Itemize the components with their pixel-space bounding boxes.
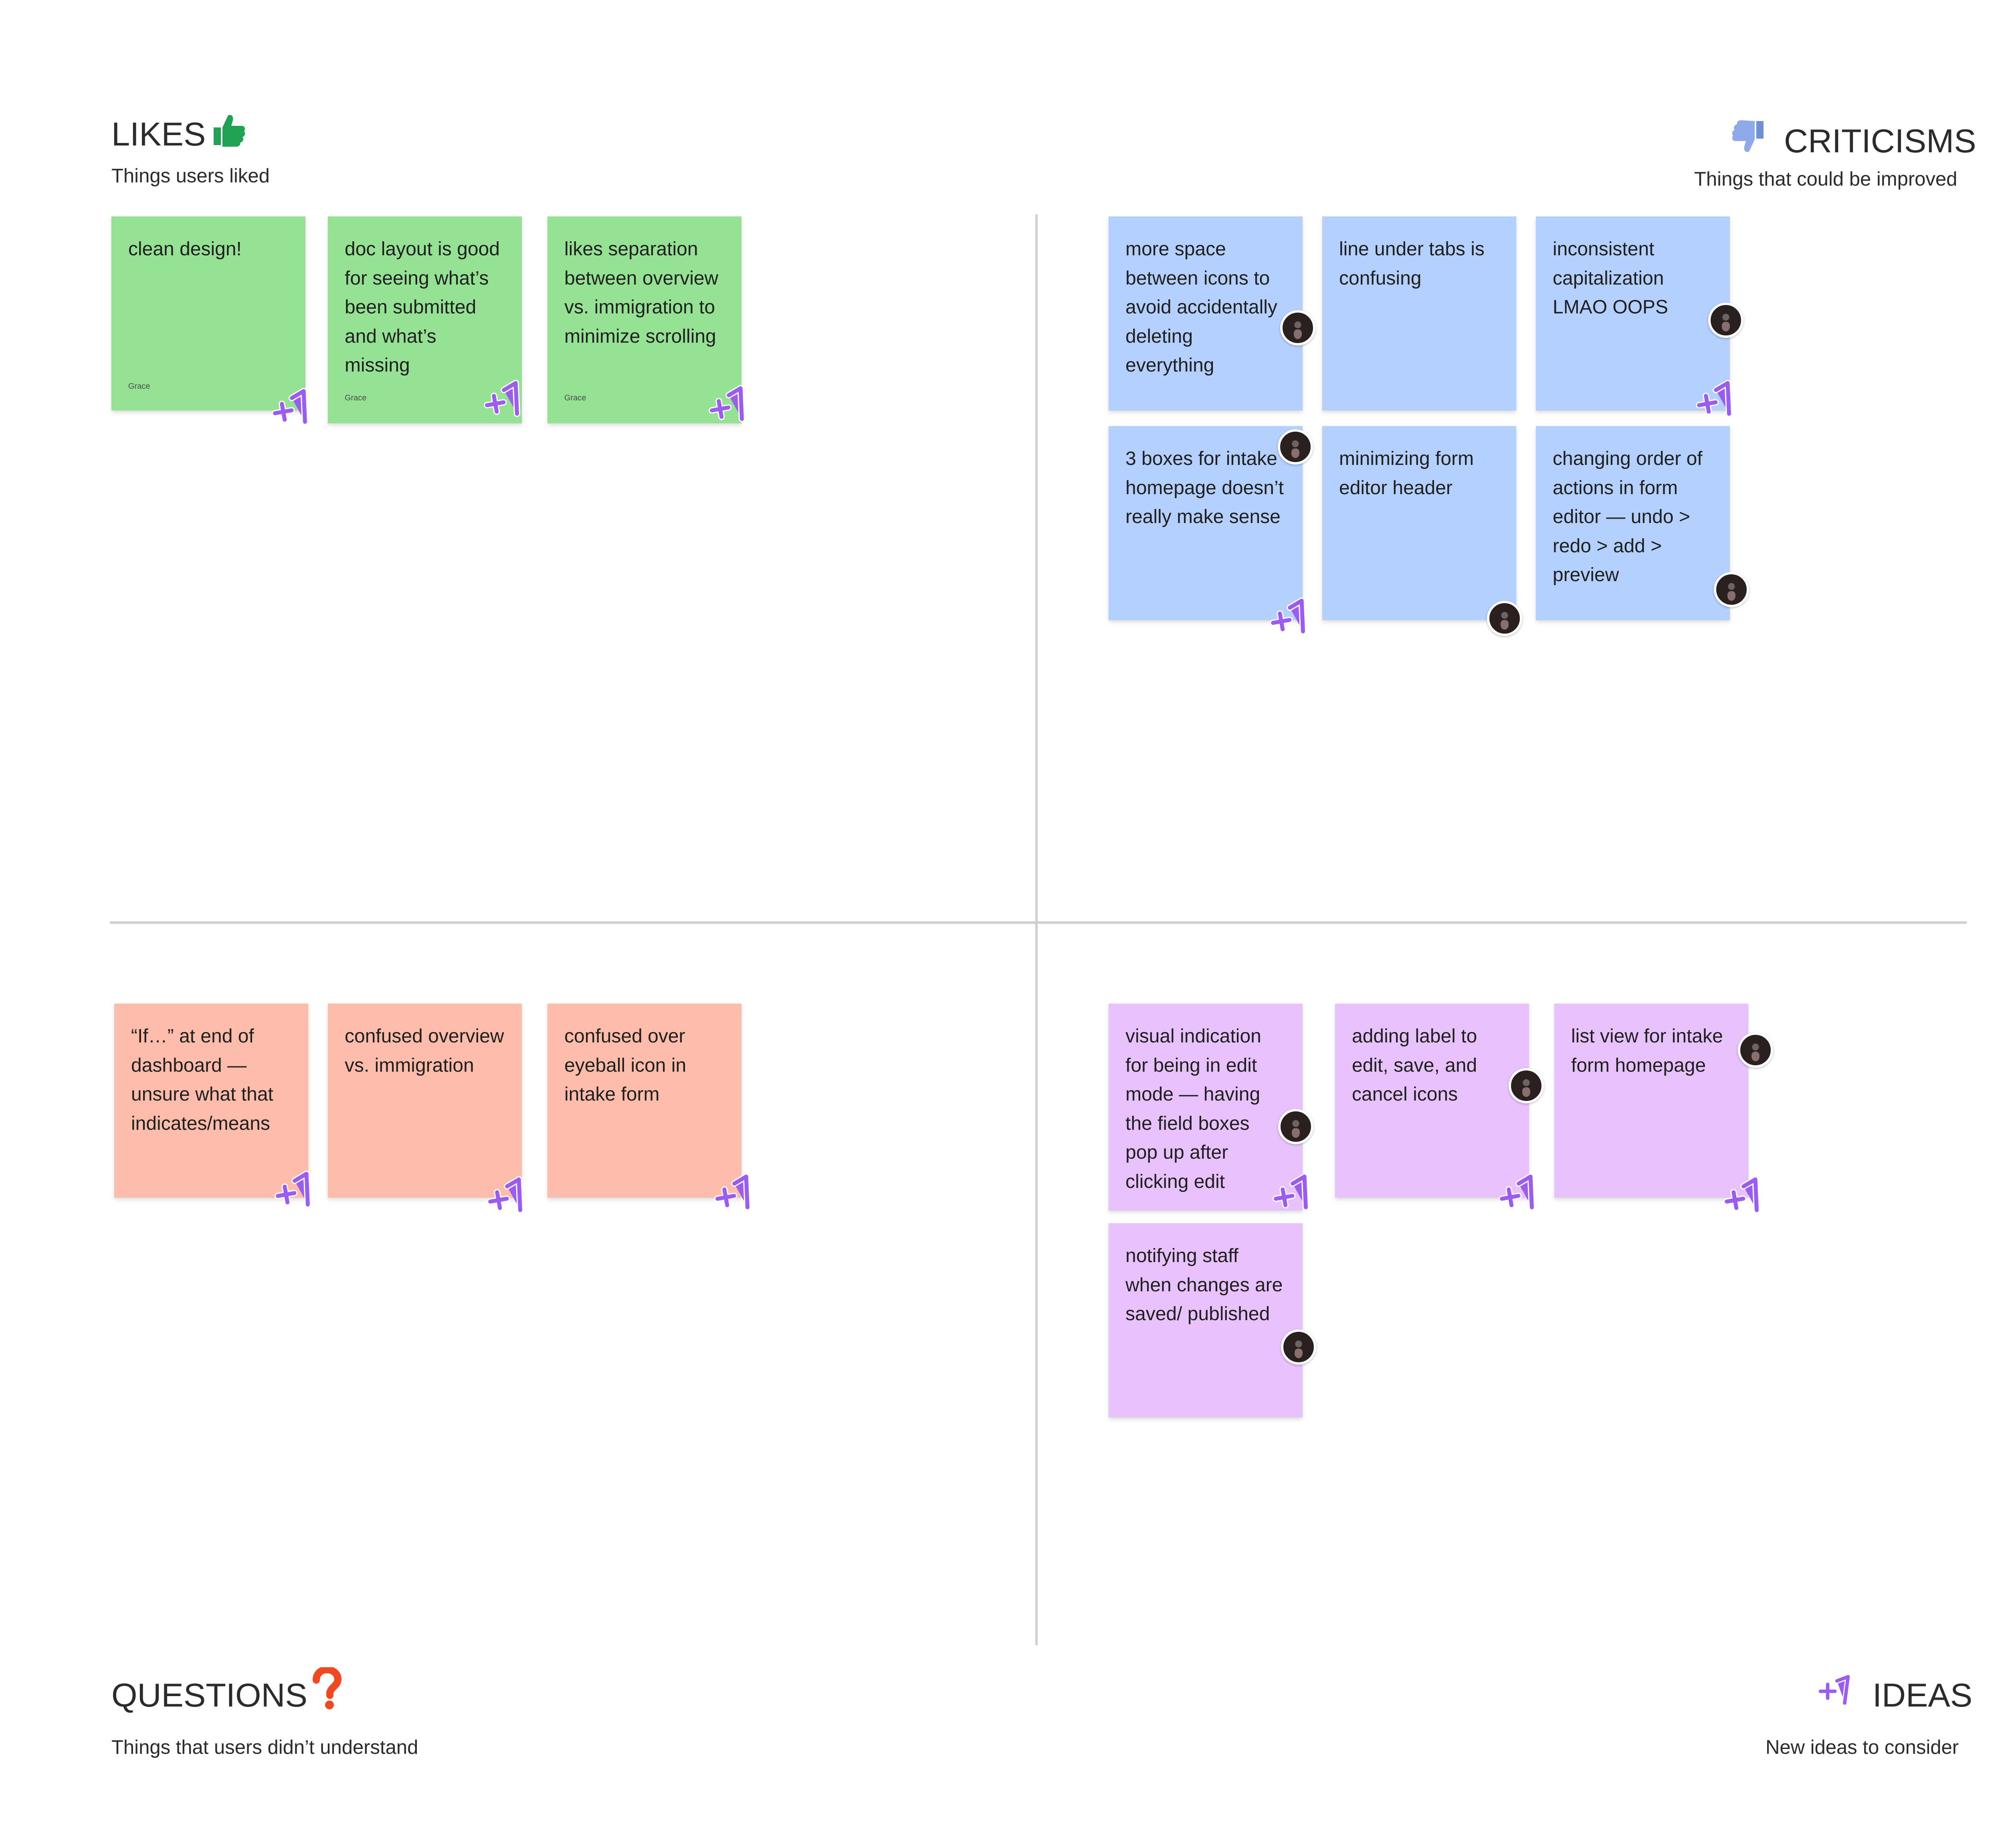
avatar [1487, 601, 1522, 636]
note-text: inconsistent capitalization LMAO OOPS [1553, 238, 1669, 318]
plus-one-sticker-icon[interactable] [271, 1166, 321, 1213]
avatar [1509, 1068, 1544, 1103]
criticisms-subtitle: Things that could be improved [1694, 168, 1958, 190]
plus-one-sticker-icon[interactable] [268, 383, 318, 430]
note-text: confused over eyeball icon in intake for… [564, 1026, 687, 1105]
criticisms-note-2[interactable]: line under tabs is confusing [1322, 216, 1516, 410]
likes-note-2[interactable]: doc layout is good for seeing what’s bee… [328, 216, 522, 423]
plus-one-sticker-icon[interactable] [1495, 1169, 1545, 1216]
criticisms-title: CRITICISMS [1784, 122, 1976, 160]
note-text: more space between icons to avoid accide… [1125, 238, 1277, 376]
avatar [1280, 310, 1315, 345]
plus-one-sticker-icon[interactable] [483, 1171, 533, 1219]
questions-note-3[interactable]: confused over eyeball icon in intake for… [547, 1004, 741, 1198]
avatar [1708, 303, 1743, 338]
ideas-note-4[interactable]: notifying staff when changes are saved/ … [1109, 1223, 1303, 1417]
plus-one-sticker-icon[interactable] [705, 380, 755, 428]
likes-subtitle: Things users liked [111, 165, 270, 187]
vertical-divider [1035, 214, 1038, 1645]
note-text: clean design! [128, 238, 242, 260]
thumbs-up-icon [214, 115, 245, 147]
question-mark-icon [313, 1667, 342, 1709]
questions-note-2[interactable]: confused overview vs. immigration [328, 1004, 522, 1198]
avatar [1281, 1329, 1316, 1365]
questions-title: QUESTIONS [111, 1676, 307, 1714]
likes-title: LIKES [111, 115, 206, 153]
plus-one-sticker-icon[interactable] [1692, 375, 1742, 422]
note-text: visual indication for being in edit mode… [1125, 1026, 1261, 1192]
note-text: changing order of actions in form editor… [1553, 448, 1703, 586]
plus-one-sticker-icon[interactable] [480, 375, 530, 422]
note-author: Grace [345, 394, 367, 402]
note-text: notifying staff when changes are saved/ … [1125, 1245, 1283, 1325]
ideas-note-3[interactable]: list view for intake form homepage [1554, 1004, 1748, 1198]
note-text: list view for intake form homepage [1571, 1026, 1723, 1076]
plus-one-sticker-icon[interactable] [1269, 1169, 1319, 1216]
ideas-subtitle: New ideas to consider [1766, 1737, 1959, 1758]
plus-one-icon [1818, 1670, 1856, 1707]
likes-note-3[interactable]: likes separation between overview vs. im… [547, 216, 741, 423]
criticisms-note-3[interactable]: inconsistent capitalization LMAO OOPS [1536, 216, 1730, 410]
plus-one-sticker-icon[interactable] [710, 1169, 761, 1216]
avatar [1278, 429, 1313, 465]
questions-note-1[interactable]: “If…” at end of dashboard — unsure what … [114, 1004, 308, 1198]
criticisms-note-6[interactable]: changing order of actions in form editor… [1536, 426, 1730, 620]
criticisms-note-5[interactable]: minimizing form editor header [1322, 426, 1516, 620]
avatar [1714, 572, 1749, 607]
ideas-title: IDEAS [1873, 1676, 1973, 1714]
criticisms-note-1[interactable]: more space between icons to avoid accide… [1109, 216, 1303, 410]
plus-one-sticker-icon[interactable] [1719, 1171, 1770, 1219]
note-text: adding label to edit, save, and cancel i… [1352, 1026, 1477, 1105]
criticisms-note-4[interactable]: 3 boxes for intake homepage doesn’t real… [1109, 426, 1303, 620]
note-author: Grace [564, 394, 586, 402]
ideas-note-2[interactable]: adding label to edit, save, and cancel i… [1335, 1004, 1529, 1198]
avatar [1738, 1032, 1773, 1068]
note-text: likes separation between overview vs. im… [564, 238, 719, 347]
note-author: Grace [128, 382, 150, 391]
note-text: minimizing form editor header [1339, 448, 1474, 499]
note-text: line under tabs is confusing [1339, 238, 1485, 289]
questions-subtitle: Things that users didn’t understand [111, 1737, 418, 1758]
note-text: confused overview vs. immigration [345, 1026, 504, 1076]
thumbs-down-icon [1732, 120, 1764, 152]
horizontal-divider [110, 921, 1967, 924]
note-text: doc layout is good for seeing what’s bee… [345, 238, 500, 376]
note-text: “If…” at end of dashboard — unsure what … [131, 1026, 273, 1134]
plus-one-sticker-icon[interactable] [1266, 593, 1316, 640]
likes-note-1[interactable]: clean design! Grace [111, 216, 305, 410]
avatar [1278, 1109, 1313, 1144]
ideas-note-1[interactable]: visual indication for being in edit mode… [1109, 1004, 1303, 1210]
note-text: 3 boxes for intake homepage doesn’t real… [1125, 448, 1284, 527]
